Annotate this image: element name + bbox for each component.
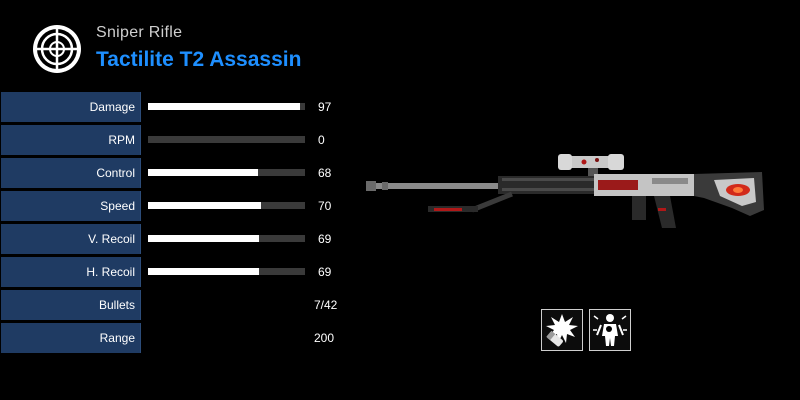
stat-bar-fill: [148, 235, 260, 242]
rifle-grip: [654, 196, 676, 228]
body-impact-perk[interactable]: [589, 309, 631, 351]
stat-label: Range: [1, 323, 141, 353]
rifle-bipod: [471, 191, 513, 213]
stat-row-bullets: Bullets 7/42: [0, 289, 360, 322]
stat-label: Control: [1, 158, 141, 188]
rifle-scope-rear: [608, 154, 624, 170]
weapon-header: Sniper Rifle Tactilite T2 Assassin: [0, 0, 800, 90]
rifle-magazine: [632, 196, 646, 220]
stat-bar-fill: [148, 202, 262, 209]
explosive-round-perk[interactable]: [541, 309, 583, 351]
sniper-rifle-image: [366, 154, 764, 228]
stat-bar-track: [148, 268, 305, 275]
stat-bar-fill: [148, 103, 301, 110]
stat-row-h-recoil: H. Recoil 69: [0, 256, 360, 289]
stat-row-control: Control 68: [0, 157, 360, 190]
weapon-category: Sniper Rifle: [96, 24, 183, 41]
stat-bar-fill: [148, 169, 258, 176]
stat-bar-track: [148, 235, 305, 242]
stat-value: 69: [318, 265, 332, 279]
stat-label: Bullets: [1, 290, 141, 320]
crosshair-scope-icon: [31, 23, 83, 75]
stat-value: 0: [318, 133, 325, 147]
stat-value: 7/42: [314, 298, 338, 312]
stats-panel: Damage 97 RPM 0 Control 68 Speed 70 V. R…: [0, 91, 360, 355]
stat-row-v-recoil: V. Recoil 69: [0, 223, 360, 256]
stat-value: 68: [318, 166, 332, 180]
stat-label: Damage: [1, 92, 141, 122]
stat-bar-track: [148, 202, 305, 209]
stat-label: V. Recoil: [1, 224, 141, 254]
stat-value: 70: [318, 199, 332, 213]
stat-value: 97: [318, 100, 332, 114]
stat-label: RPM: [1, 125, 141, 155]
rifle-scope: [562, 156, 620, 168]
stat-value: 200: [314, 331, 335, 345]
stat-row-speed: Speed 70: [0, 190, 360, 223]
rifle-muzzle: [366, 181, 376, 191]
stat-bar-track: [148, 136, 305, 143]
stat-bar-track: [148, 169, 305, 176]
stat-label: Speed: [1, 191, 141, 221]
stat-row-range: Range 200: [0, 322, 360, 355]
stat-label: H. Recoil: [1, 257, 141, 287]
stat-bar-fill: [148, 268, 260, 275]
stat-row-rpm: RPM 0: [0, 124, 360, 157]
rifle-scope-mount: [588, 168, 598, 178]
stat-bar-track: [148, 103, 305, 110]
stat-row-damage: Damage 97: [0, 91, 360, 124]
stat-value: 69: [318, 232, 332, 246]
body-impact-icon: [593, 314, 627, 346]
weapon-name: Tactilite T2 Assassin: [96, 48, 302, 71]
explosive-round-icon: [546, 314, 578, 347]
rifle-barrel: [366, 183, 502, 189]
rifle-scope-front: [558, 154, 572, 170]
